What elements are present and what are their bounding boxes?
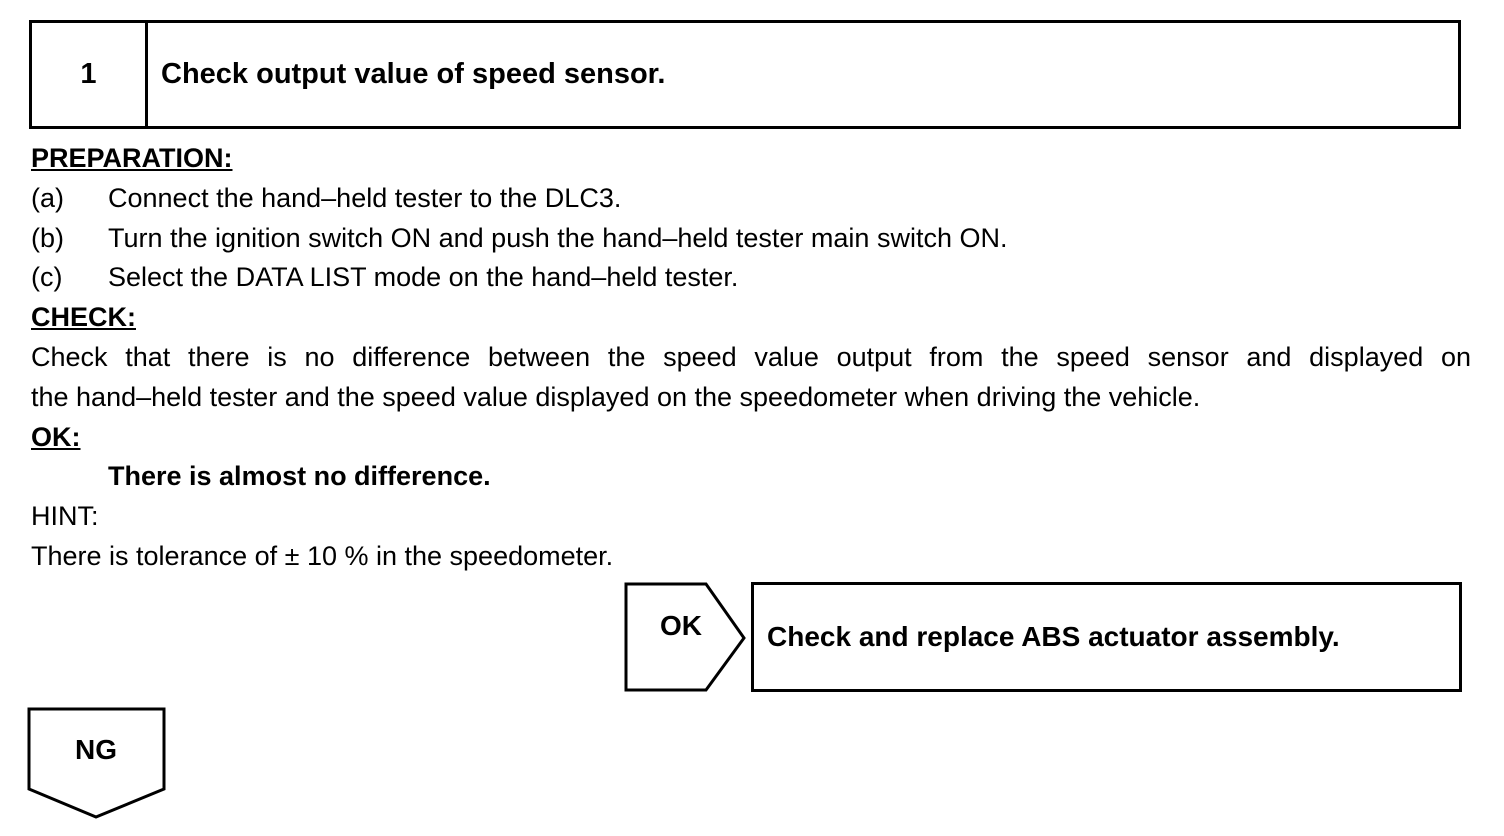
- item-text: Turn the ignition switch ON and push the…: [108, 222, 1008, 253]
- step-header-box: 1 Check output value of speed sensor.: [29, 20, 1461, 129]
- check-heading: CHECK:: [31, 302, 136, 333]
- step-title: Check output value of speed sensor.: [161, 58, 666, 90]
- ok-criteria: There is almost no difference.: [108, 461, 491, 492]
- item-text: Select the DATA LIST mode on the hand–he…: [108, 262, 739, 293]
- preparation-heading: PREPARATION:: [31, 143, 233, 173]
- procedure-content: PREPARATION: (a) Connect the hand–held t…: [31, 139, 1471, 577]
- preparation-item-a: (a) Connect the hand–held tester to the …: [31, 179, 1471, 219]
- hint-heading: HINT:: [31, 501, 99, 532]
- ng-arrow-label: NG: [75, 734, 117, 765]
- ng-arrow-shape: [27, 707, 166, 819]
- hint-text: There is tolerance of ± 10 % in the spee…: [31, 540, 614, 571]
- ok-result-box: Check and replace ABS actuator assembly.: [751, 582, 1462, 692]
- item-label: (b): [31, 222, 64, 253]
- check-text-line-2: the hand–held tester and the speed value…: [31, 381, 1201, 412]
- item-label: (a): [31, 182, 64, 213]
- ok-arrow-shape: [624, 582, 746, 692]
- check-text-line-1: Check that there is no difference betwee…: [31, 341, 1471, 372]
- item-text: Connect the hand–held tester to the DLC3…: [108, 182, 622, 213]
- preparation-item-b: (b) Turn the ignition switch ON and push…: [31, 219, 1471, 259]
- preparation-item-c: (c) Select the DATA LIST mode on the han…: [31, 258, 1471, 298]
- step-number: 1: [32, 23, 148, 126]
- ok-heading: OK:: [31, 421, 81, 452]
- ok-arrow-label: OK: [660, 610, 702, 641]
- item-label: (c): [31, 262, 63, 293]
